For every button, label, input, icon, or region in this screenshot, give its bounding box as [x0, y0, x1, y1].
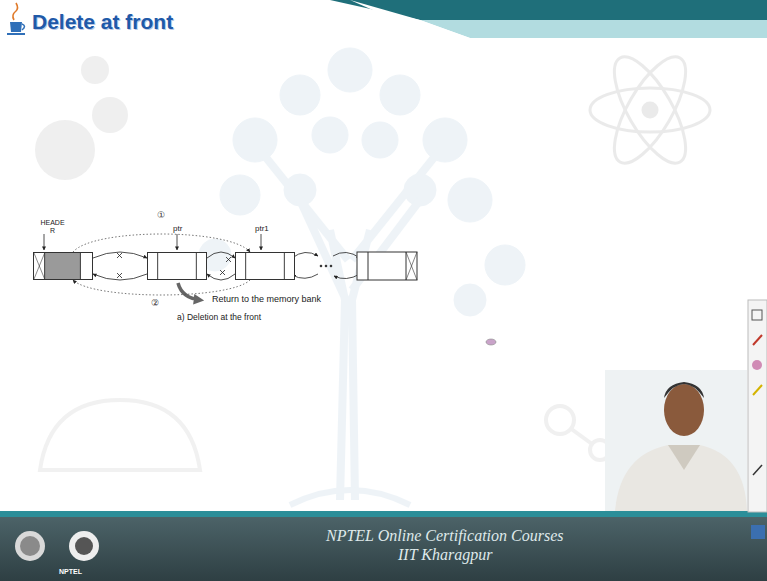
list-tail [292, 252, 360, 278]
figure-caption: a) Deletion at the front [177, 313, 261, 323]
atom-illustration [590, 47, 710, 173]
step-number: ② [150, 298, 160, 308]
list-node: ptr1 [235, 252, 295, 280]
pointer-arrow [44, 234, 261, 250]
tool-bar [748, 300, 767, 539]
new-link-arrow [73, 234, 250, 252]
return-arrow [178, 283, 200, 300]
link-arrow [207, 274, 235, 280]
pointer-label: ptr1 [255, 224, 269, 233]
new-link-arrow [73, 280, 250, 295]
node-cells [236, 253, 294, 279]
list-node [357, 252, 417, 280]
gear-illustration [35, 56, 128, 180]
footer-text: NPTEL Online Certification Courses [326, 527, 564, 545]
link-arrow [93, 274, 147, 280]
faint-illustration [40, 400, 610, 470]
note-text: Return to the memory bank [212, 294, 321, 304]
eraser-icon [486, 339, 496, 345]
pointer-label: HEADE R [39, 219, 66, 235]
link-arrow [93, 252, 147, 258]
node-cells [148, 253, 206, 279]
java-logo [7, 3, 25, 35]
list-node: ptr [147, 252, 207, 280]
footer-band [0, 511, 767, 581]
presenter-video [605, 370, 747, 511]
node-cells [34, 253, 92, 279]
list-node: HEADE R [33, 252, 93, 280]
footer-text: IIT Kharagpur [398, 546, 492, 564]
top-banner [330, 0, 767, 40]
slide-title: Delete at front [32, 10, 173, 34]
logo-text: NPTEL [59, 568, 82, 576]
step-number: ① [156, 210, 166, 220]
link-arrow [207, 252, 235, 258]
pointer-label: ptr [173, 224, 182, 233]
tree-illustration [199, 48, 525, 505]
